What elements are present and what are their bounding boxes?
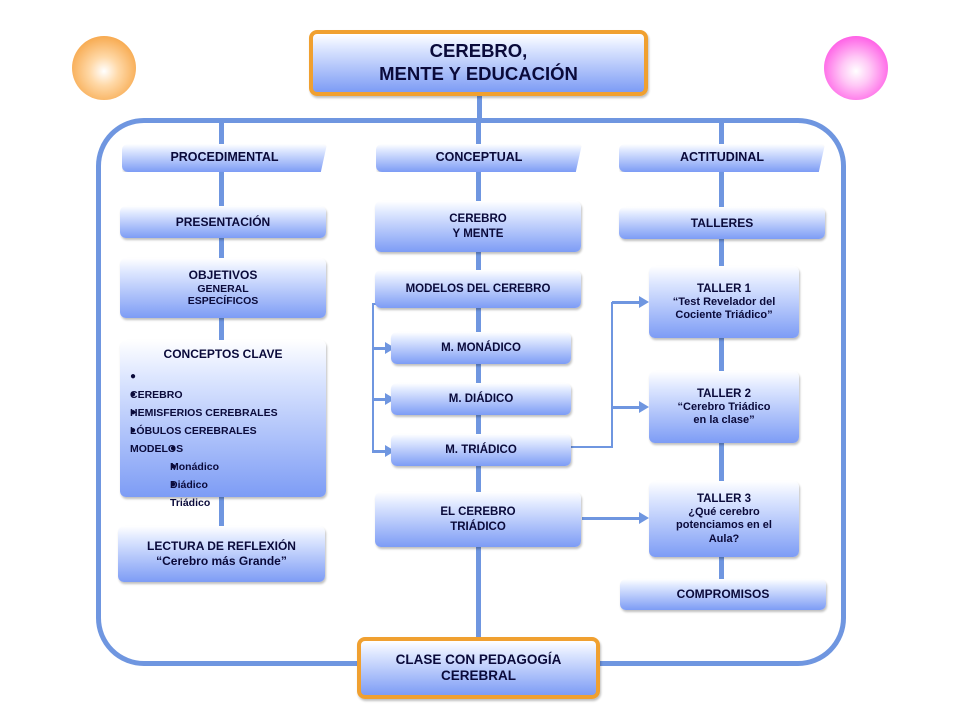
header-actitudinal: ACTITUDINAL	[619, 144, 825, 172]
modelos-cerebro-label: MODELOS DEL CEREBRO	[405, 282, 551, 295]
connector-procedimental-column	[219, 118, 224, 530]
list-item: ●LÓBULOS CEREBRALES	[120, 404, 326, 437]
modelo-triadico-box: M. TRIÁDICO	[391, 434, 571, 466]
list-item: ●CEREBRO	[120, 368, 326, 401]
orange-circle-icon	[72, 36, 136, 100]
main-title-line1: CEREBRO,	[429, 40, 528, 62]
arrow-to-taller2	[612, 401, 649, 413]
taller1-line1: “Test Revelador del	[672, 295, 776, 308]
list-subitem: ●Monádico	[120, 440, 326, 473]
lectura-reflexion-box: LECTURA DE REFLEXIÓN “Cerebro más Grande…	[118, 526, 325, 582]
bullet-icon: ●	[130, 406, 137, 418]
footer-clase-pedagogia: CLASE CON PEDAGOGÍA CEREBRAL	[357, 637, 600, 699]
bullet-icon: ●	[170, 460, 177, 472]
header-conceptual-label: CONCEPTUAL	[435, 150, 523, 165]
footer-line2: CEREBRAL	[440, 668, 516, 683]
taller3-box: TALLER 3 ¿Qué cerebro potenciamos en el …	[649, 481, 799, 557]
cerebro-mente-line1: CEREBRO	[449, 213, 507, 226]
cerebro-mente-box: CEREBRO Y MENTE	[375, 201, 581, 252]
modelos-cerebro-box: MODELOS DEL CEREBRO	[375, 270, 581, 308]
list-subitem: ●Diádico	[120, 458, 326, 491]
list-item: ●MODELOS	[120, 422, 326, 455]
bullet-icon: ●	[170, 478, 177, 490]
pink-circle-icon	[824, 36, 888, 100]
cerebro-triadico-box: EL CEREBRO TRIÁDICO	[375, 492, 581, 547]
modelo-triadico-label: M. TRIÁDICO	[445, 443, 517, 456]
connector-models-bracket	[372, 303, 374, 453]
modelo-monadico-label: M. MONÁDICO	[441, 341, 521, 354]
arrow-to-diadico	[374, 393, 395, 405]
header-actitudinal-label: ACTITUDINAL	[679, 150, 764, 165]
arrow-to-taller3	[582, 512, 649, 524]
taller1-line2: Cociente Triádico”	[675, 309, 773, 321]
taller2-box: TALLER 2 “Cerebro Triádico en la clase”	[649, 371, 799, 443]
taller1-box: TALLER 1 “Test Revelador del Cociente Tr…	[649, 266, 799, 338]
footer-line1: CLASE CON PEDAGOGÍA	[395, 651, 562, 667]
bullet-icon: ●	[170, 442, 177, 454]
cerebro-triadico-line2: TRIÁDICO	[450, 520, 506, 533]
taller3-line3: Aula?	[708, 532, 740, 545]
bullet-icon: ●	[130, 424, 137, 436]
talleres-box: TALLERES	[619, 207, 825, 239]
arrow-to-taller1	[612, 296, 649, 308]
objetivos-box: OBJETIVOS GENERAL ESPECÍFICOS	[120, 258, 326, 318]
objetivos-general: GENERAL	[197, 282, 249, 295]
header-procedimental-label: PROCEDIMENTAL	[170, 150, 279, 165]
objetivos-especificos: ESPECÍFICOS	[187, 295, 259, 308]
cerebro-mente-line2: Y MENTE	[452, 227, 504, 240]
conceptos-clave-list: ●CEREBRO ●HEMISFERIOS CEREBRALES ●LÓBULO…	[120, 368, 326, 509]
connector-title-frame	[477, 94, 482, 120]
compromisos-label: COMPROMISOS	[676, 587, 770, 602]
cerebro-triadico-line1: EL CEREBRO	[440, 506, 516, 519]
presentacion-label: PRESENTACIÓN	[175, 214, 271, 229]
talleres-label: TALLERES	[690, 215, 754, 230]
header-procedimental: PROCEDIMENTAL	[122, 144, 327, 172]
conceptos-clave-box: CONCEPTOS CLAVE ●CEREBRO ●HEMISFERIOS CE…	[120, 340, 326, 509]
arrow-to-monadico	[374, 342, 395, 354]
objetivos-title: OBJETIVOS	[188, 267, 258, 282]
bullet-icon: ●	[130, 388, 137, 400]
lectura-title: LECTURA DE REFLEXIÓN	[147, 539, 296, 554]
compromisos-box: COMPROMISOS	[620, 579, 826, 610]
taller1-title: TALLER 1	[696, 282, 752, 295]
taller3-line1: ¿Qué cerebro	[688, 505, 760, 518]
header-conceptual: CONCEPTUAL	[376, 144, 582, 172]
modelo-diadico-label: M. DIÁDICO	[448, 392, 514, 405]
modelo-diadico-box: M. DIÁDICO	[391, 383, 571, 415]
taller2-title: TALLER 2	[696, 387, 752, 400]
taller3-line2: potenciamos en el	[676, 519, 772, 532]
connector-talleres-vertical	[611, 302, 613, 448]
main-title-line2: MENTE Y EDUCACIÓN	[379, 63, 578, 84]
connector-actitudinal-column	[719, 118, 724, 582]
presentacion-box: PRESENTACIÓN	[120, 206, 326, 238]
connector-conceptual-column	[476, 118, 481, 640]
taller2-line2: en la clase”	[693, 414, 755, 426]
arrow-to-triadico	[374, 445, 395, 457]
conceptos-clave-title: CONCEPTOS CLAVE	[163, 347, 283, 361]
taller3-title: TALLER 3	[696, 492, 752, 505]
list-subitem: ●Triádico	[120, 476, 326, 509]
modelo-monadico-box: M. MONÁDICO	[391, 332, 571, 364]
taller2-line1: “Cerebro Triádico	[677, 400, 771, 413]
list-item: ●HEMISFERIOS CEREBRALES	[120, 386, 326, 419]
bullet-icon: ●	[130, 370, 137, 382]
connector-triadico-right	[570, 446, 612, 448]
main-title: CEREBRO, MENTE Y EDUCACIÓN	[309, 30, 648, 96]
lectura-subtitle: “Cerebro más Grande”	[156, 554, 287, 568]
